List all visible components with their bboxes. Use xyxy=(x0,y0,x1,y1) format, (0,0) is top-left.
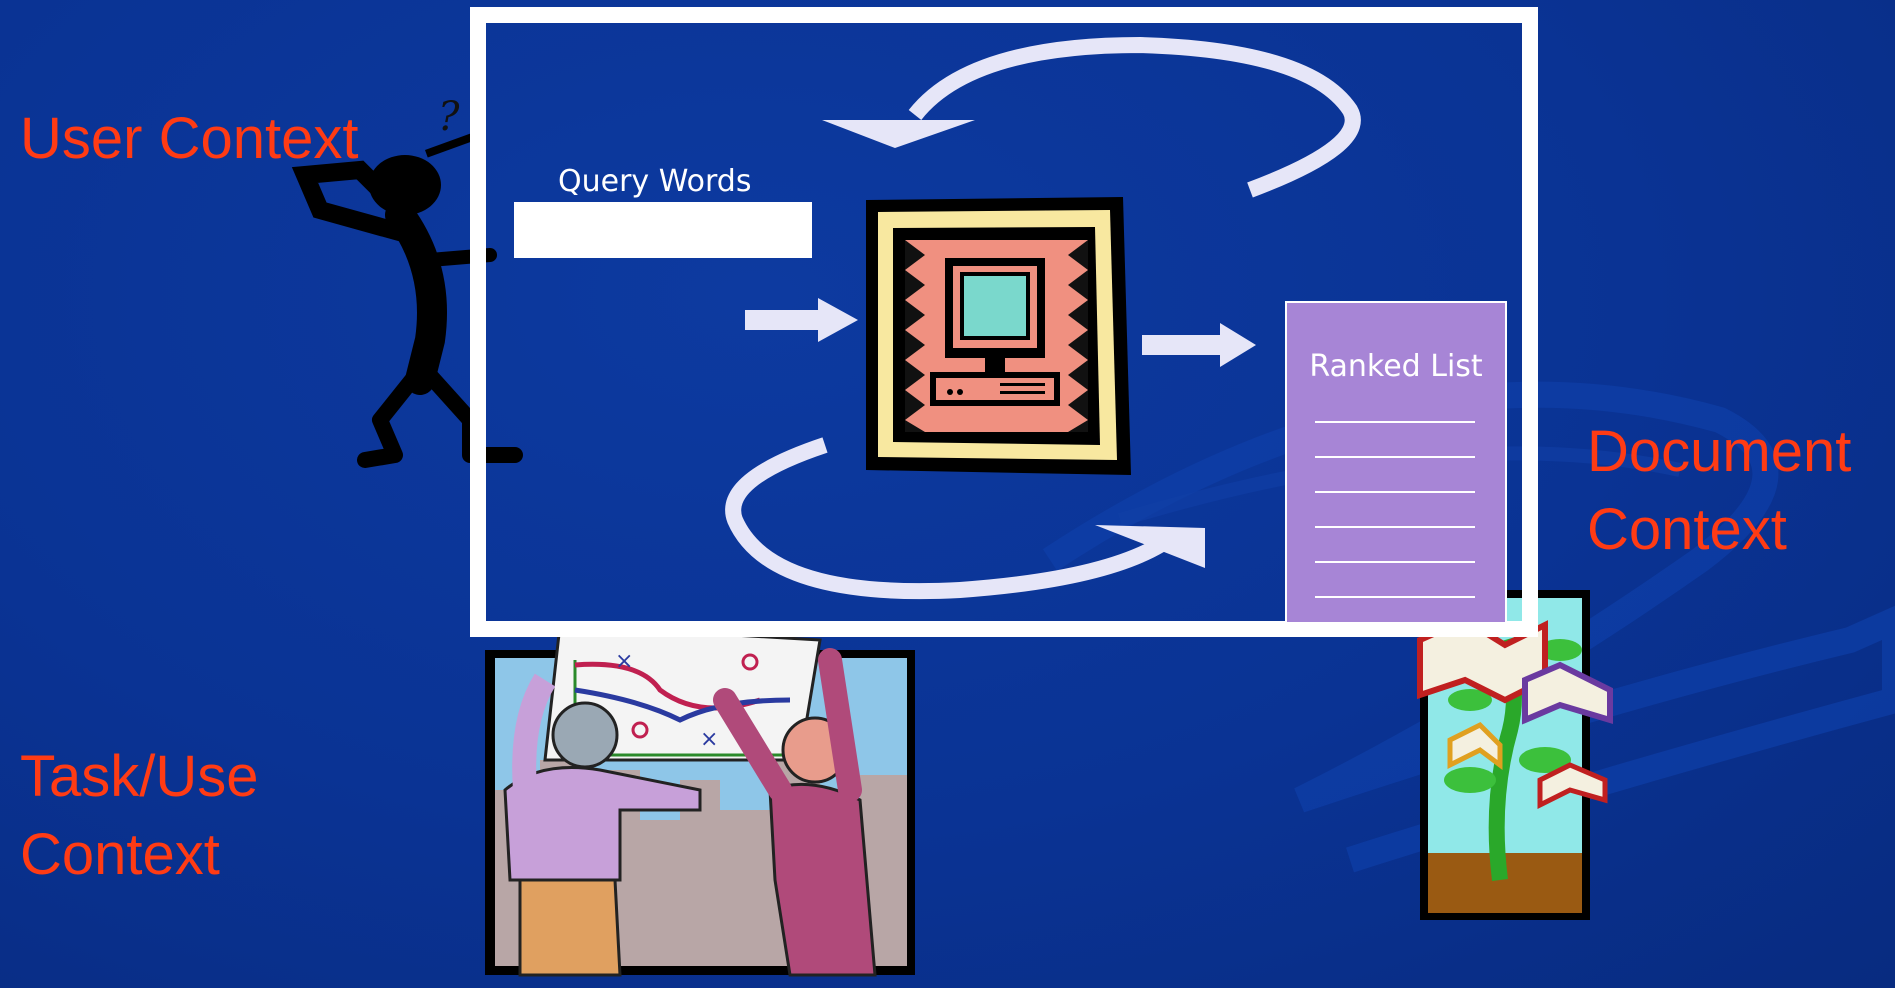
top-loop-arrow xyxy=(908,36,1361,198)
task-context-line2: Context xyxy=(20,822,220,887)
ranked-list-entry-line xyxy=(1315,421,1475,423)
ranked-list-document: Ranked List xyxy=(1285,301,1507,624)
ranked-list-entry-line xyxy=(1315,526,1475,528)
document-context-line1: Document xyxy=(1587,419,1852,484)
result-arrow-head xyxy=(1220,323,1256,367)
query-arrow-head xyxy=(818,298,858,342)
query-words-label: Query Words xyxy=(558,164,752,199)
ranked-list-entry-line xyxy=(1315,491,1475,493)
document-context-line2: Context xyxy=(1587,497,1787,562)
bottom-loop-arrow xyxy=(725,437,1165,600)
task-context-line1: Task/Use xyxy=(20,744,259,809)
bottom-loop-arrowhead xyxy=(1095,525,1205,568)
query-words-input[interactable] xyxy=(514,202,812,258)
task-context-label: Task/Use Context xyxy=(20,738,259,894)
retrieval-frame xyxy=(470,7,1538,637)
ranked-list-title: Ranked List xyxy=(1309,349,1483,384)
ranked-list-entry-line xyxy=(1315,561,1475,563)
user-context-label: User Context xyxy=(20,106,359,171)
document-context-label: Document Context xyxy=(1587,413,1851,569)
svg-text:×: × xyxy=(700,727,718,752)
query-arrow-shaft xyxy=(745,310,820,330)
ranked-list-entry-line xyxy=(1315,596,1475,598)
ranked-list-entry-line xyxy=(1315,456,1475,458)
result-arrow-shaft xyxy=(1142,335,1222,355)
svg-text:×: × xyxy=(615,649,633,674)
svg-text:?: ? xyxy=(438,94,460,140)
top-loop-arrowhead xyxy=(822,120,975,148)
